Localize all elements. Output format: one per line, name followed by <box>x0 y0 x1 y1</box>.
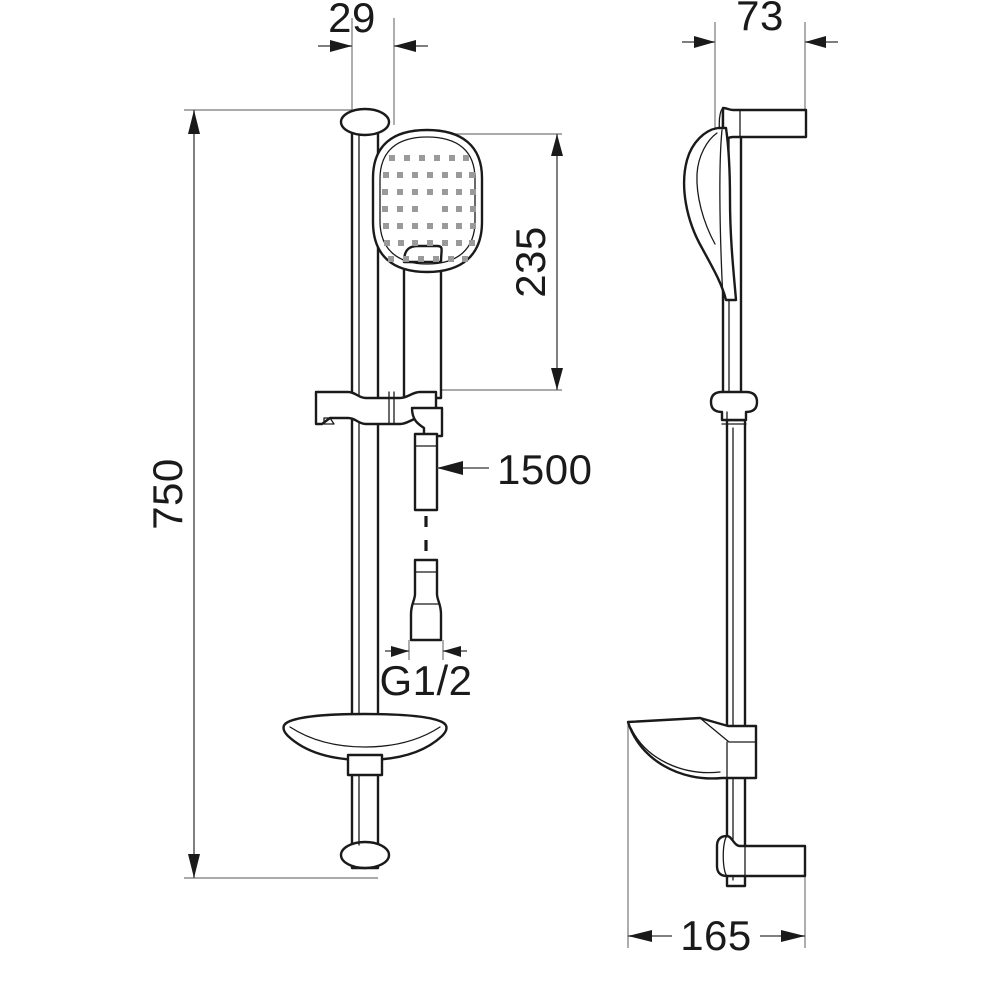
dimension-29-label: 29 <box>328 0 376 41</box>
dimension-750-label: 750 <box>144 458 191 530</box>
shower-head-side <box>682 126 738 302</box>
dimension-g12: G1/2 <box>379 640 472 704</box>
dimension-1500: 1500 <box>437 446 592 493</box>
dimension-235: 235 <box>412 133 563 391</box>
front-view: 29 750 235 <box>144 0 592 879</box>
dimension-750: 750 <box>144 109 378 879</box>
shower-hose <box>409 432 443 642</box>
dimension-g12-label: G1/2 <box>379 657 472 704</box>
handset-holder-side <box>709 390 759 425</box>
dimension-235-label: 235 <box>507 226 554 298</box>
wall-bracket-top <box>718 106 808 141</box>
dimension-29: 29 <box>318 0 428 125</box>
wall-bracket-bottom <box>715 834 807 878</box>
soap-dish-side <box>626 716 758 780</box>
soap-dish <box>282 712 448 777</box>
dimension-73-label: 73 <box>736 0 784 39</box>
dimension-165-label: 165 <box>680 912 752 959</box>
shower-head <box>371 128 484 400</box>
side-view: 73 165 <box>626 0 838 959</box>
nozzle-grid <box>382 155 476 262</box>
handset-holder <box>314 390 444 438</box>
dimension-73: 73 <box>682 0 838 128</box>
dimension-165: 165 <box>627 724 806 959</box>
dimension-1500-label: 1500 <box>497 446 592 493</box>
